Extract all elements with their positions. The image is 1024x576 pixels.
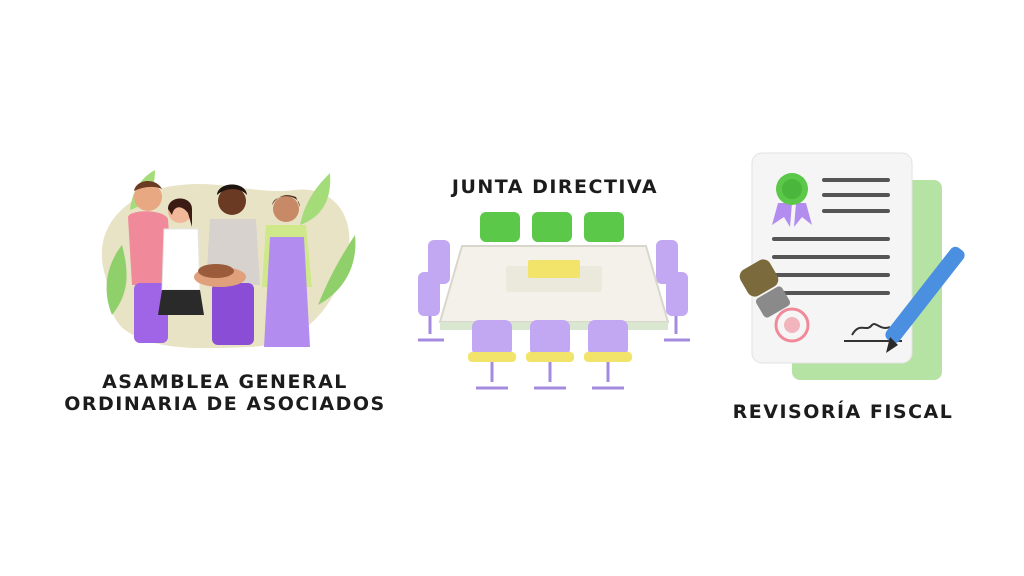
team-illustration (101, 170, 356, 349)
assembly-title-line-2: ORDINARIA DE ASOCIADOS (64, 393, 386, 415)
section-board: JUNTA DIRECTIVA (410, 170, 700, 410)
board-title-line-1: JUNTA DIRECTIVA (451, 176, 659, 198)
meeting-table-illustration (418, 212, 690, 390)
audit-title: REVISORÍA FISCAL (712, 401, 974, 423)
board-title: JUNTA DIRECTIVA (410, 176, 700, 198)
assembly-title-line-1: ASAMBLEA GENERAL (102, 371, 348, 393)
section-audit: REVISORÍA FISCAL (712, 145, 974, 435)
audit-title-line-1: REVISORÍA FISCAL (732, 401, 954, 423)
document-illustration (739, 152, 965, 380)
section-assembly: ASAMBLEA GENERAL ORDINARIA DE ASOCIADOS (60, 165, 390, 425)
assembly-title: ASAMBLEA GENERAL ORDINARIA DE ASOCIADOS (60, 371, 390, 415)
